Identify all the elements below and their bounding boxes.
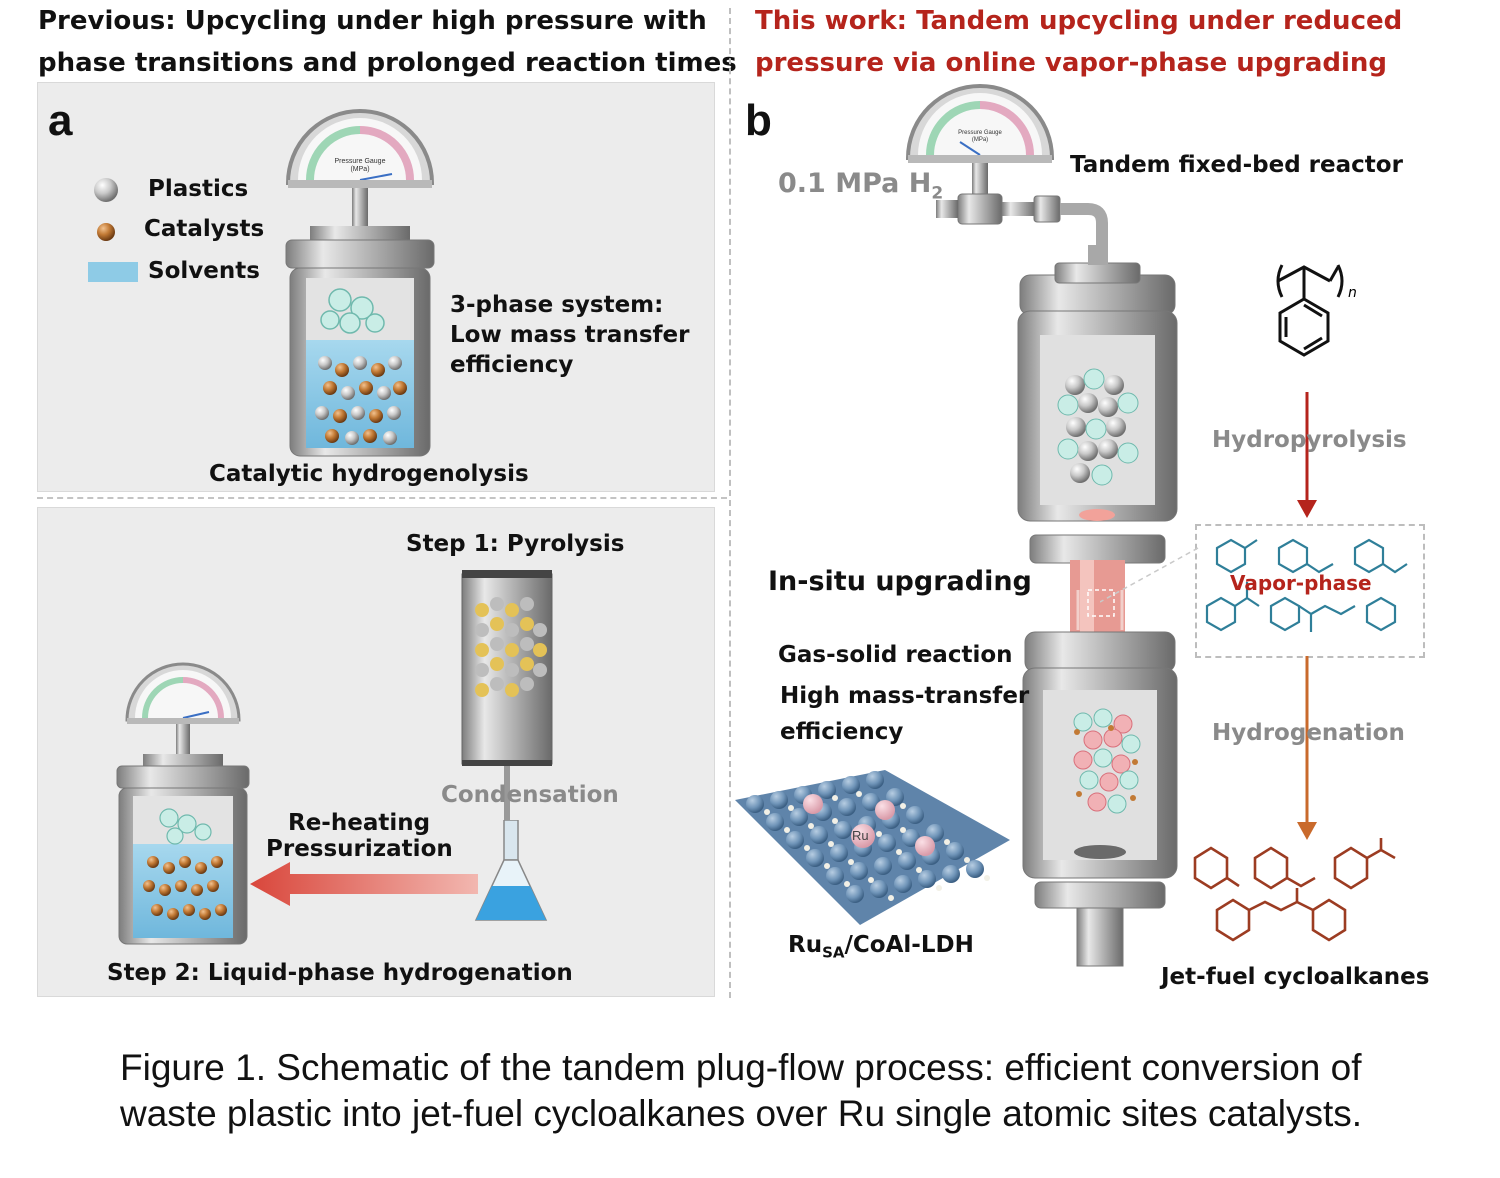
plastic-and-catalyst-particles-icon: [315, 356, 407, 445]
pressure-label: 0.1 MPa H2: [778, 168, 943, 203]
figure-caption-line2: waste plastic into jet-fuel cycloalkanes…: [120, 1093, 1363, 1134]
catalyst-label: RuSA/CoAl-LDH: [788, 932, 974, 962]
vapor-phase-label: Vapor-phase: [1230, 571, 1372, 595]
ldh-catalyst-surface-icon: [735, 770, 1010, 925]
previous-heading-line1: Previous: Upcycling under high pressure …: [38, 6, 707, 36]
lower-reactor-icon: [1022, 631, 1178, 967]
panel-a-separator: [37, 497, 727, 499]
vapor-transfer-tube-icon: [1070, 560, 1125, 638]
legend-swatches: [88, 178, 138, 282]
vapor-phase-box: [1195, 524, 1425, 658]
panel-a-letter: a: [48, 96, 73, 145]
pressure-main: 0.1 MPa H: [778, 168, 932, 199]
jet-fuel-label: Jet-fuel cycloalkanes: [1161, 964, 1430, 990]
b-gauge-unit: (MPa): [971, 137, 989, 143]
hydrogenation-label: Hydrogenation: [1212, 720, 1405, 746]
reheating-label: Re-heating: [288, 810, 431, 836]
thiswork-heading-line1: This work: Tandem upcycling under reduce…: [755, 6, 1403, 36]
autoclave-reactor-icon: [285, 109, 435, 457]
panel-divider: [729, 8, 731, 998]
upper-reactor-icon: [1017, 245, 1178, 564]
b-gauge-title: Pressure Gauge: [958, 130, 1002, 136]
panel-b-letter: b: [745, 96, 772, 145]
hydropyrolysis-label: Hydropyrolysis: [1212, 427, 1407, 453]
previous-heading-line2: phase transitions and prolonged reaction…: [38, 48, 737, 78]
legend-catalysts: Catalysts: [144, 216, 265, 242]
solvents-swatch-icon: [88, 262, 138, 282]
condensation-flask-icon: [474, 820, 548, 921]
polystyrene-structure-icon: n: [1276, 264, 1357, 357]
system-line3: efficiency: [450, 352, 574, 378]
ru-atom-label: Ru: [852, 828, 869, 843]
reactor-caption: Catalytic hydrogenolysis: [209, 461, 529, 487]
h2-bubbles-icon: [320, 288, 385, 334]
hydrogenation-arrow-icon: [1297, 656, 1317, 840]
gauge-title: Pressure Gauge: [334, 158, 386, 165]
pyrolysis-tube-icon: [461, 570, 553, 866]
reheating-arrow-icon: [250, 862, 478, 906]
hydropyrolysis-arrow-icon: [1297, 392, 1317, 518]
figure-caption-line1: Figure 1. Schematic of the tandem plug-f…: [120, 1047, 1362, 1088]
mass-transfer-line2: efficiency: [780, 719, 904, 745]
vapor-callout-line: [1100, 547, 1199, 603]
small-autoclave-icon: [116, 662, 250, 945]
aromatic-intermediates-icon: [1205, 538, 1408, 632]
legend-plastics: Plastics: [148, 176, 249, 202]
condensation-label: Condensation: [441, 782, 619, 808]
legend-solvents: Solvents: [148, 258, 260, 284]
step2-label: Step 2: Liquid-phase hydrogenation: [107, 960, 573, 986]
catalyst-sub: SA: [822, 943, 845, 962]
gas-solid-label: Gas-solid reaction: [778, 642, 1013, 668]
catalysts-swatch-icon: [97, 223, 115, 241]
mass-transfer-line1: High mass-transfer: [780, 683, 1030, 709]
catalyst-rest: /CoAl-LDH: [844, 932, 974, 958]
ru-single-atoms-icon: [803, 794, 935, 856]
step1-label: Step 1: Pyrolysis: [406, 531, 625, 557]
cycloalkane-products-icon: [1193, 838, 1396, 942]
insitu-label: In-situ upgrading: [768, 566, 1032, 597]
thiswork-heading-line2: pressure via online vapor-phase upgradin…: [755, 48, 1388, 78]
pressure-sub: 2: [931, 183, 944, 204]
catalyst-main: Ru: [788, 932, 823, 958]
reactor-title: Tandem fixed-bed reactor: [1070, 152, 1403, 178]
gauge-unit: (MPa): [350, 166, 370, 173]
plastics-swatch-icon: [94, 178, 118, 202]
svg-text:n: n: [1348, 285, 1357, 301]
pressurization-label: Pressurization: [266, 836, 453, 862]
fixed-bed-gauge-icon: [905, 84, 1108, 252]
system-line2: Low mass transfer: [450, 322, 690, 348]
system-line1: 3-phase system:: [450, 292, 664, 318]
